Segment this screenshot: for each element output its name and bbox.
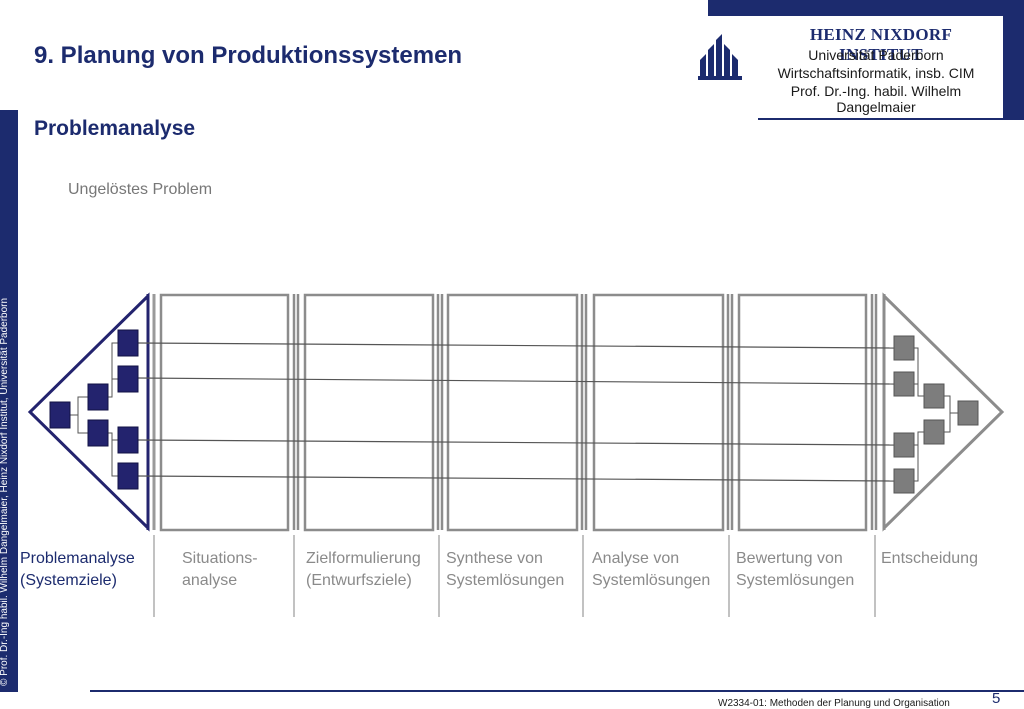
- institute-professor: Prof. Dr.-Ing. habil. Wilhelm Dangelmaie…: [790, 83, 962, 115]
- phase-label-line1: Synthese von: [446, 550, 543, 567]
- phase-label-line1: Zielformulierung: [306, 550, 421, 567]
- phase-label-entscheidung: Entscheidung: [881, 548, 978, 570]
- right-nodes: [893, 335, 979, 494]
- phase-label-zielformulierung: Zielformulierung (Entwurfsziele): [306, 548, 421, 592]
- phase-label-situationsanalyse: Situations- analyse: [182, 548, 258, 592]
- phase-columns: [159, 293, 878, 532]
- institute-university: Universität Paderborn: [808, 47, 944, 63]
- course-footer: W2334-01: Methoden der Planung und Organ…: [718, 698, 950, 709]
- phase-label-line2: (Entwurfsziele): [306, 572, 412, 589]
- left-triangle: [27, 292, 156, 532]
- institute-department: Wirtschaftsinformatik, insb. CIM: [777, 65, 975, 81]
- phase-label-line2: analyse: [182, 572, 238, 589]
- page-number: 5: [992, 690, 1001, 707]
- phase-label-line2: Systemlösungen: [592, 572, 711, 589]
- connection-lines: [137, 342, 895, 482]
- logo-side-bar: [1003, 16, 1024, 118]
- phase-separators: [153, 535, 876, 617]
- phase-label-synthese: Synthese von Systemlösungen: [446, 548, 564, 592]
- slide-subtitle: Problemanalyse: [34, 117, 196, 140]
- footer-line: [90, 690, 1024, 692]
- left-nodes: [49, 329, 139, 490]
- right-tree-connectors: [914, 347, 958, 482]
- phase-label-line1: Entscheidung: [881, 550, 978, 567]
- phase-label-problemanalyse: Problemanalyse (Systemziele): [20, 548, 135, 592]
- heinz-nixdorf-logo-icon: [698, 34, 742, 80]
- phase-label-line1: Bewertung von: [736, 550, 843, 567]
- phase-label-line1: Situations-: [182, 550, 258, 567]
- left-tree-connectors: [70, 342, 118, 477]
- phase-label-line1: Problemanalyse: [20, 550, 135, 567]
- phase-label-line2: (Systemziele): [20, 572, 117, 589]
- phase-label-line1: Analyse von: [592, 550, 680, 567]
- right-triangle: [882, 292, 1005, 532]
- header-band: [708, 0, 1024, 16]
- phase-label-bewertung: Bewertung von Systemlösungen: [736, 548, 854, 592]
- phase-label-line2: Systemlösungen: [736, 572, 855, 589]
- phase-label-analyse: Analyse von Systemlösungen: [592, 548, 710, 592]
- left-side-bar: [0, 110, 18, 692]
- logo-underline: [758, 118, 1024, 120]
- slide-title: 9. Planung von Produktionssystemen: [34, 42, 463, 69]
- phase-label-line2: Systemlösungen: [446, 572, 565, 589]
- unsolved-problem-label: Ungelöstes Problem: [68, 181, 213, 198]
- institute-name: HEINZ NIXDORF INSTITUT: [809, 25, 953, 64]
